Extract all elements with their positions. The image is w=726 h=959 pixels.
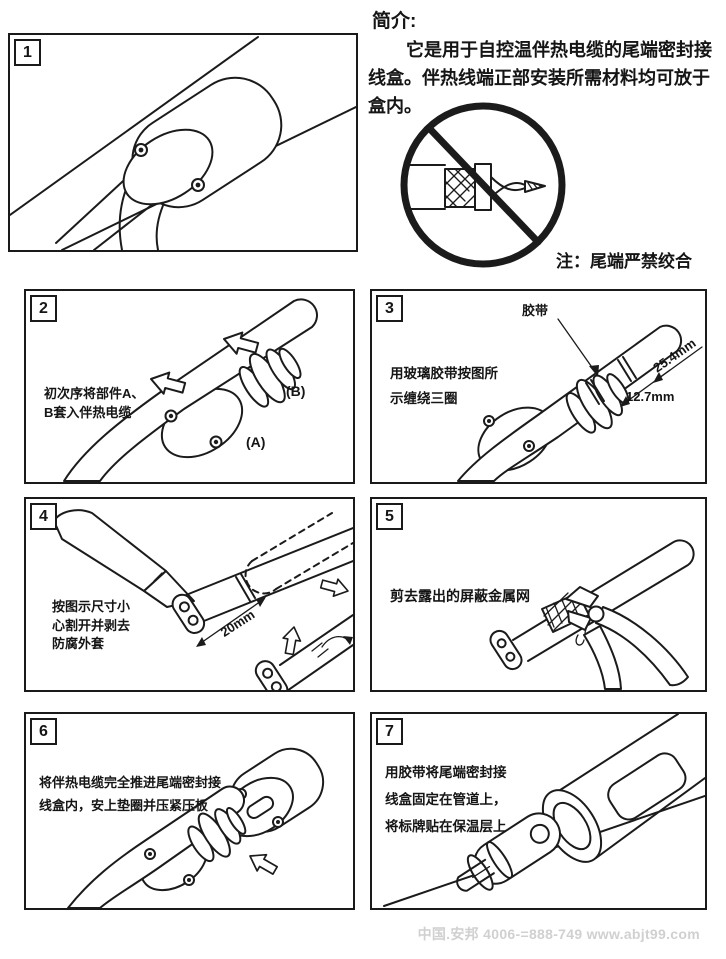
direction-arrow-icon [319, 578, 349, 597]
panel-7-caption: 用胶带将尾端密封接 线盒固定在管道上， 将标牌贴在保温层上 [385, 765, 507, 834]
warning-note: 注：尾端严禁绞合 [556, 252, 692, 271]
taped-seal-box-icon [456, 812, 561, 892]
cut-shield-braid-illustration [489, 539, 695, 690]
panel-5-number: 5 [376, 503, 403, 530]
no-twisted-cable-end-icon [400, 102, 566, 268]
tape-label: 胶带 [522, 303, 548, 318]
panel-5-caption: 剪去露出的屏蔽金属网 [390, 588, 530, 604]
part-b-label: (B) [286, 383, 305, 399]
cable-end-drawing [408, 163, 546, 211]
seal-box-flange-icon [122, 128, 214, 206]
flat-cable-icon [489, 539, 695, 671]
footer-watermark: 中国.安邦 4006-=888-749 www.abjt99.com [417, 926, 700, 942]
panel-6-number: 6 [30, 718, 57, 745]
panel-4: 4 按图示尺寸小 心割开并剥去 防腐外套 20mm [24, 497, 355, 692]
panel-6: 6 将伴热电缆完全推进尾端密封接 线盒内，安上垫圈并压紧压板 [24, 712, 355, 910]
intro-line: 它是用于自控温伴热电缆的尾端密封接 [406, 40, 712, 60]
panel-4-caption: 按图示尺寸小 心割开并剥去 防腐外套 [52, 599, 131, 651]
label-plate-icon [607, 752, 687, 821]
panel-3-number: 3 [376, 295, 403, 322]
intro-line: 盒内。 [368, 96, 422, 116]
panel-7: 7 用胶带将尾端密封接 线盒固定在管道上， 将标牌贴在保温层上 [370, 712, 707, 910]
cut-and-strip-jacket-illustration: 20mm [53, 509, 353, 690]
part-a-label: (A) [246, 434, 265, 450]
grommet-part-icon [565, 373, 630, 434]
braid-hatch [444, 168, 476, 208]
side-cutter-pliers-icon [565, 586, 689, 690]
dim-12-label: 12.7mm [626, 389, 674, 404]
cable-body-icon [185, 527, 353, 626]
flange-bolts [144, 848, 195, 886]
flange-bolts [164, 409, 223, 449]
dim-20-label: 20mm [218, 607, 258, 640]
intro-paragraph: 它是用于自控温伴热电缆的尾端密封接 线盒。伴热线端正部安装所需材料均可放于 盒内… [368, 36, 724, 120]
tape-leader-line [557, 318, 599, 377]
strip-dimension [196, 597, 266, 647]
grommet-part-icon [187, 807, 247, 863]
panel-2-caption: 初次序将部件A、 B套入伴热电缆 [44, 386, 145, 420]
panel-4-number: 4 [30, 503, 57, 530]
twist-hatch [527, 182, 542, 190]
pipe-with-seal-box-illustration [10, 36, 356, 250]
intro-line: 线盒。伴热线端正部安装所需材料均可放于 [368, 68, 710, 88]
dimension-lines [620, 346, 703, 407]
panel-5: 5 剪去露出的屏蔽金属网 [370, 497, 707, 692]
stripped-cable-end [254, 614, 353, 690]
panel-1: 1 [8, 33, 358, 252]
panel-3: 3 用玻璃胶带按图所 示缠绕三圈 [370, 289, 707, 484]
fix-box-on-pipe-illustration [383, 714, 705, 907]
panel-6-caption: 将伴热电缆完全推进尾端密封接 线盒内，安上垫圈并压紧压板 [39, 775, 222, 813]
direction-arrow-icon [282, 626, 302, 656]
tape-wrapping-illustration: 胶带 25.4mm 12.7mm [457, 303, 703, 482]
panel-1-number: 1 [14, 39, 41, 66]
grommet-part-b-icon [238, 347, 302, 408]
panel-7-number: 7 [376, 718, 403, 745]
push-arrow-icon [249, 853, 279, 875]
panel-2-number: 2 [30, 295, 57, 322]
slide-arrow-icon [150, 371, 187, 395]
tape-wrap-marks [585, 356, 637, 405]
flat-cable-cross-section [171, 593, 206, 635]
flange-bolts [483, 415, 535, 452]
prohibition-circle-slash [400, 102, 566, 268]
intro-title: 简介: [372, 11, 417, 32]
slide-arrow-icon [223, 331, 260, 355]
utility-knife-icon [53, 509, 195, 608]
push-cable-into-box-illustration [67, 747, 325, 908]
panel-3-caption: 用玻璃胶带按图所 示缠绕三圈 [390, 366, 498, 406]
panel-2: 2 初次序将部件A、 B套入伴热电缆 (B) (A) [24, 289, 355, 484]
slide-parts-onto-cable-illustration: (B) (A) [63, 298, 318, 482]
removed-jacket-outline [244, 512, 353, 595]
